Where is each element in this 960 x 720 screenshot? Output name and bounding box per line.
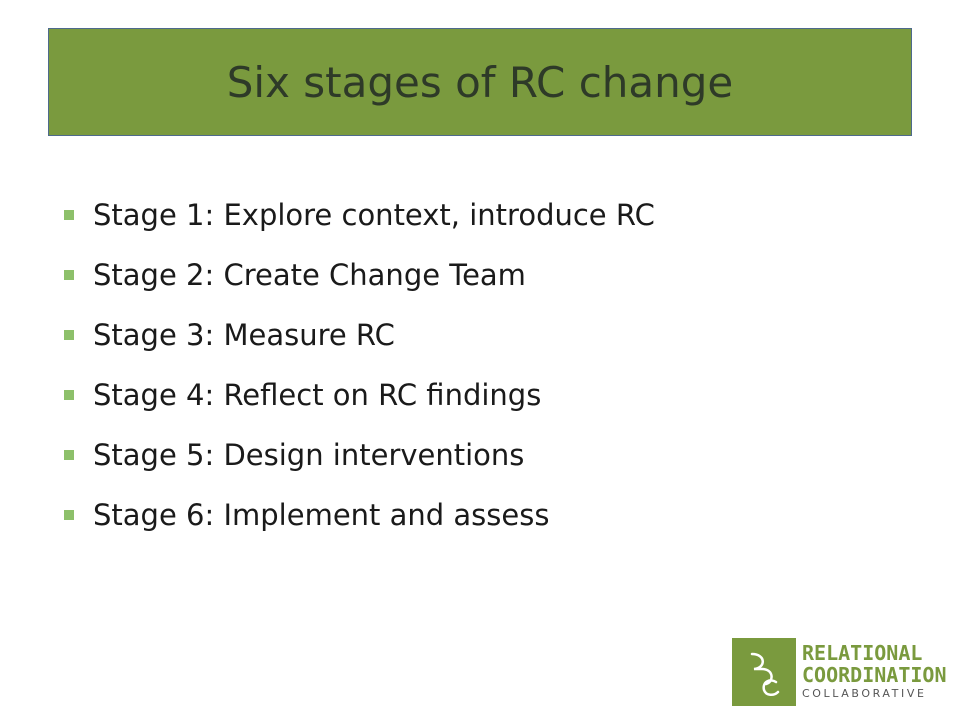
bullet-text: Stage 1: Explore context, introduce RC: [93, 198, 655, 232]
bullet-text: Stage 3: Measure RC: [93, 318, 395, 352]
bullet-item: Stage 3: Measure RC: [64, 305, 655, 365]
rc-monogram-logo-svg: [732, 638, 796, 706]
bullet-item: Stage 1: Explore context, introduce RC: [64, 185, 655, 245]
slide-title-bar: Six stages of RC change: [48, 28, 912, 136]
bullet-list: Stage 1: Explore context, introduce RC S…: [64, 185, 655, 545]
relational-coordination-logo: RELATIONAL COORDINATION COLLABORATIVE: [732, 638, 947, 706]
square-bullet-icon: [64, 330, 74, 340]
logo-text-collaborative: COLLABORATIVE: [802, 687, 927, 700]
rc-monogram-logo-icon: [732, 638, 796, 706]
square-bullet-icon: [64, 510, 74, 520]
bullet-item: Stage 5: Design interventions: [64, 425, 655, 485]
square-bullet-icon: [64, 270, 74, 280]
square-bullet-icon: [64, 450, 74, 460]
bullet-text: Stage 4: Reflect on RC findings: [93, 378, 542, 412]
bullet-item: Stage 2: Create Change Team: [64, 245, 655, 305]
bullet-text: Stage 2: Create Change Team: [93, 258, 526, 292]
logo-text-relational: RELATIONAL: [802, 641, 923, 665]
bullet-text: Stage 6: Implement and assess: [93, 498, 550, 532]
logo-wordmark: RELATIONAL COORDINATION COLLABORATIVE: [802, 638, 947, 706]
square-bullet-icon: [64, 210, 74, 220]
slide-title: Six stages of RC change: [226, 57, 734, 107]
bullet-item: Stage 4: Reflect on RC findings: [64, 365, 655, 425]
logo-text-coordination: COORDINATION: [802, 663, 947, 687]
square-bullet-icon: [64, 390, 74, 400]
bullet-text: Stage 5: Design interventions: [93, 438, 525, 472]
bullet-item: Stage 6: Implement and assess: [64, 485, 655, 545]
